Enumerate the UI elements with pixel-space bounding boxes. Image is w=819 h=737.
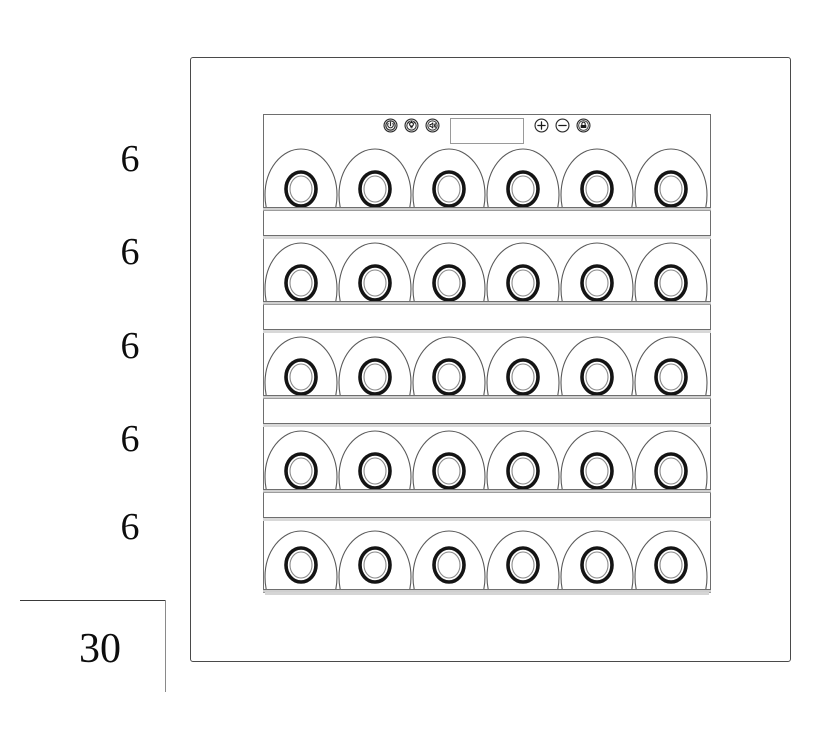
plus-icon[interactable]	[534, 117, 549, 133]
bottle-rack-assembly	[263, 114, 711, 595]
bottle-zone-row-3	[263, 333, 711, 395]
control-panel-right-buttons	[534, 117, 591, 133]
shelf-divider-3	[263, 424, 711, 427]
bottle-zone-row-1	[263, 145, 711, 207]
shelf-divider-1	[263, 236, 711, 239]
row-capacity-label-4: 6	[120, 418, 140, 460]
shelf-plate-1	[263, 207, 711, 211]
shelf-gap-2	[263, 305, 711, 330]
power-icon[interactable]	[383, 117, 398, 133]
control-panel	[263, 114, 711, 145]
bottle-zone-row-5	[263, 521, 711, 589]
shelf-divider-2	[263, 330, 711, 333]
shelf-plate-4	[263, 489, 711, 493]
shelf-gap-4	[263, 493, 711, 518]
row-capacity-label-2: 6	[120, 231, 140, 273]
shelf-gap-1	[263, 211, 711, 236]
row-capacity-label-3: 6	[120, 325, 140, 367]
row-capacity-label-1: 6	[120, 138, 140, 180]
shelf-row-2	[263, 239, 711, 333]
alarm-icon[interactable]	[425, 117, 440, 133]
bracket-horizontal-line	[20, 600, 166, 601]
bracket-vertical-line	[165, 600, 166, 692]
temperature-display	[450, 117, 524, 144]
total-capacity-label: 30	[79, 626, 121, 672]
shelf-row-4	[263, 427, 711, 521]
rack-base-shadow	[265, 592, 709, 595]
bottles-row-2	[264, 242, 708, 301]
lock-icon[interactable]	[576, 117, 591, 133]
bottle-zone-row-2	[263, 239, 711, 301]
minus-icon[interactable]	[555, 117, 570, 133]
row-capacity-label-5: 6	[120, 506, 140, 548]
bottles-row-1	[264, 148, 708, 207]
shelf-row-3	[263, 333, 711, 427]
shelf-divider-4	[263, 518, 711, 521]
bottles-row-4	[264, 430, 708, 489]
light-icon[interactable]	[404, 117, 419, 133]
bottle-zone-row-4	[263, 427, 711, 489]
shelf-row-5	[263, 521, 711, 593]
control-panel-left-buttons	[383, 117, 440, 133]
shelf-plate-2	[263, 301, 711, 305]
shelf-row-1	[263, 145, 711, 239]
bottles-row-5	[264, 530, 708, 589]
shelf-plate-3	[263, 395, 711, 399]
bottles-row-3	[264, 336, 708, 395]
shelf-gap-3	[263, 399, 711, 424]
control-panel-inner	[383, 117, 591, 144]
